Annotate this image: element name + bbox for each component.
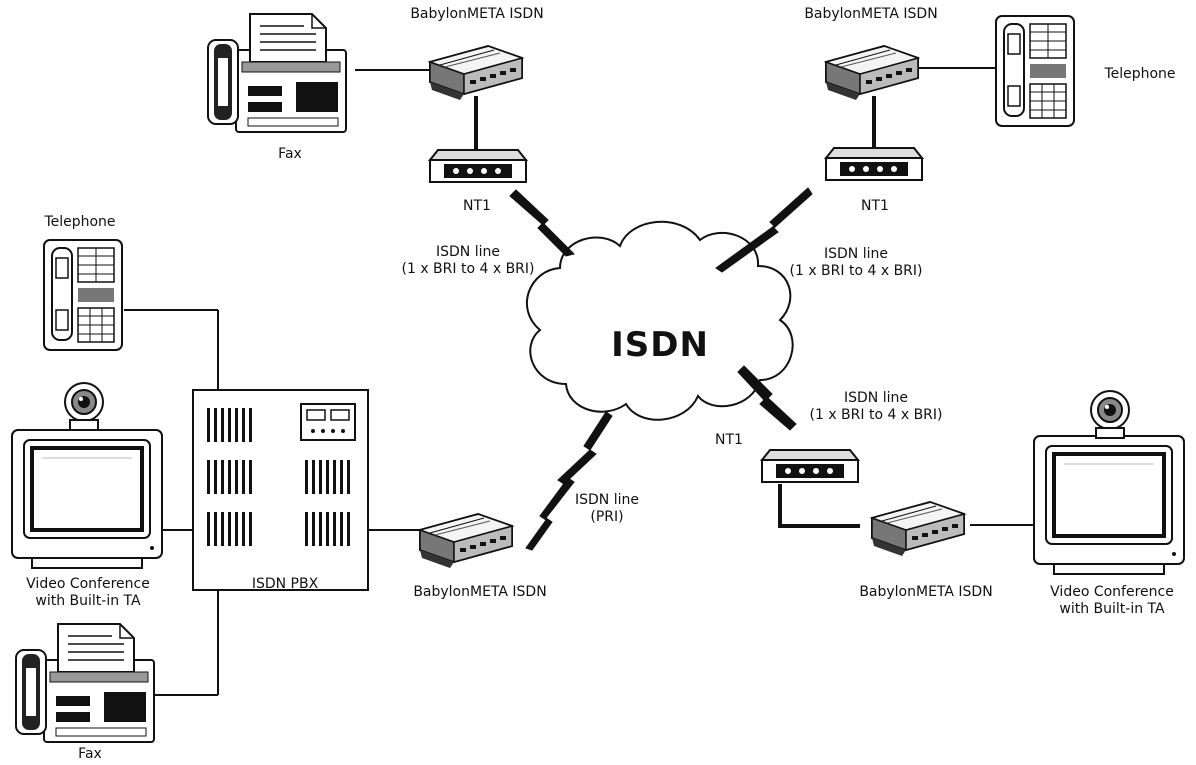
camera-icon-right	[1090, 390, 1130, 439]
camera-icon-left	[64, 382, 104, 431]
fax-device-bottom	[15, 623, 155, 743]
isdn-line-pri-line2: (PRI)	[590, 509, 624, 525]
pbx-label: ISDN PBX	[251, 576, 319, 592]
fax-device-top	[207, 13, 347, 133]
babylon-device-top-right	[825, 45, 919, 101]
video-monitor-right	[1032, 434, 1186, 576]
babylon-device-bottom-right	[871, 501, 965, 557]
babylon-label-top-right: BabylonMETA ISDN	[804, 6, 938, 22]
video-conference-label-right: Video Conference with Built-in TA	[1030, 584, 1194, 618]
isdn-line-label-top-left: ISDN line (1 x BRI to 4 x BRI)	[368, 244, 568, 278]
fax-label-top: Fax	[278, 146, 302, 162]
isdn-line-top-left-line2: (1 x BRI to 4 x BRI)	[401, 261, 535, 277]
connection-wires	[124, 67, 1035, 696]
babylon-device-bottom-mid	[419, 513, 513, 569]
isdn-pbx-device	[192, 389, 369, 591]
isdn-lightning-links	[509, 187, 813, 551]
video-left-line2: with Built-in TA	[35, 593, 141, 609]
babylon-label-bottom-mid: BabylonMETA ISDN	[413, 584, 547, 600]
video-conference-label-left: Video Conference with Built-in TA	[0, 576, 176, 610]
isdn-line-label-pri: ISDN line (PRI)	[552, 492, 662, 526]
babylon-label-bottom-right: BabylonMETA ISDN	[859, 584, 993, 600]
fax-label-bottom: Fax	[78, 746, 102, 762]
nt1-device-bottom	[761, 449, 859, 483]
video-right-line1: Video Conference	[1050, 584, 1174, 600]
video-right-line2: with Built-in TA	[1059, 601, 1165, 617]
nt1-label-right: NT1	[861, 198, 889, 214]
isdn-line-label-top-right: ISDN line (1 x BRI to 4 x BRI)	[756, 246, 956, 280]
isdn-line-top-right-line2: (1 x BRI to 4 x BRI)	[789, 263, 923, 279]
babylon-device-top-left	[429, 45, 523, 101]
telephone-device-top-right	[995, 15, 1075, 127]
babylon-label-top-left: BabylonMETA ISDN	[410, 6, 544, 22]
telephone-label-left: Telephone	[44, 214, 116, 230]
nt1-label-left: NT1	[463, 198, 491, 214]
nt1-label-bottom: NT1	[715, 432, 743, 448]
telephone-label-top-right: Telephone	[1104, 66, 1176, 82]
nt1-device-right	[825, 147, 923, 181]
isdn-line-bottom-right-line1: ISDN line	[844, 390, 908, 406]
video-left-line1: Video Conference	[26, 576, 150, 592]
isdn-line-top-right-line1: ISDN line	[824, 246, 888, 262]
video-monitor-left	[10, 428, 164, 570]
telephone-device-left	[43, 239, 123, 351]
isdn-line-bottom-right-line2: (1 x BRI to 4 x BRI)	[809, 407, 943, 423]
isdn-line-top-left-line1: ISDN line	[436, 244, 500, 260]
isdn-cloud-label: ISDN	[611, 325, 709, 365]
isdn-line-label-bottom-right: ISDN line (1 x BRI to 4 x BRI)	[776, 390, 976, 424]
isdn-cloud	[525, 220, 794, 421]
nt1-device-left	[429, 149, 527, 183]
isdn-line-pri-line1: ISDN line	[575, 492, 639, 508]
